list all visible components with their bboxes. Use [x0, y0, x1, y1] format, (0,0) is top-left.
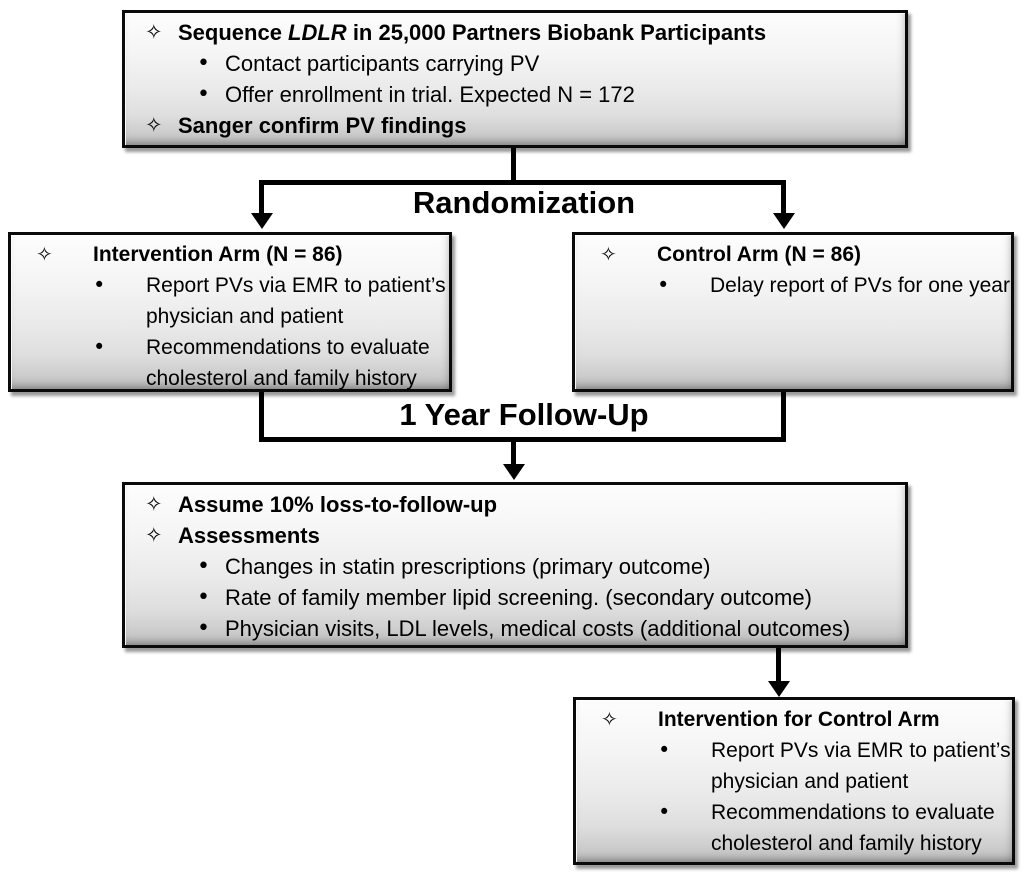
connector-randomization-left-drop — [259, 180, 264, 216]
diamond-icon: ✧ — [601, 707, 618, 731]
connector-randomization-bar — [259, 180, 786, 185]
arrow-down-intervention-icon — [251, 213, 273, 229]
flow-item: • Delay report of PVs for one year — [575, 270, 1011, 301]
flow-item-text: Physician visits, LDL levels, medical co… — [225, 616, 851, 641]
flow-item: ✧ Sanger confirm PV findings — [125, 110, 905, 141]
flow-item: • Offer enrollment in trial. Expected N =… — [125, 79, 905, 110]
flow-item: • Physician visits, LDL levels, medical c… — [125, 613, 905, 644]
box-intervention-arm: ✧ Intervention Arm (N = 86) • Report PVs vi… — [8, 232, 452, 392]
bullet-icon: • — [93, 335, 106, 359]
connector-assessments-drop — [776, 648, 781, 683]
flow-item-text: Delay report of PVs for one year — [710, 274, 1010, 297]
flow-item-text: Offer enrollment in trial. Expected N = … — [225, 82, 635, 107]
flow-item: • Rate of family member lipid screening. … — [125, 582, 905, 613]
diamond-icon: ✧ — [600, 242, 617, 266]
arrow-down-assessments-icon — [503, 464, 525, 480]
flow-item-text: Rate of family member lipid screening. (… — [225, 585, 812, 610]
diamond-icon: ✧ — [145, 20, 163, 44]
bullet-icon: • — [197, 51, 210, 76]
flow-item-text: Sequence LDLR in 25,000 Partners Biobank… — [178, 20, 767, 45]
arrow-down-control-icon — [773, 213, 795, 229]
diamond-icon: ✧ — [145, 492, 163, 516]
flow-item-text: Assume 10% loss-to-follow-up — [178, 492, 498, 517]
connector-intervention-merge — [259, 392, 264, 442]
flow-item-text: Sanger confirm PV findings — [178, 113, 467, 138]
flow-item: • Changes in statin prescriptions (primar… — [125, 551, 905, 582]
flow-item: ✧ Sequence LDLR in 25,000 Partners Bioban… — [125, 17, 905, 48]
bullet-icon: • — [657, 273, 670, 297]
flow-item: ✧ Control Arm (N = 86) — [575, 239, 1011, 270]
bullet-icon: • — [197, 585, 210, 610]
bullet-icon: • — [658, 800, 671, 824]
connector-followup-drop — [511, 440, 516, 466]
flow-item: ✧ Assessments — [125, 520, 905, 551]
bullet-icon: • — [93, 273, 106, 297]
flow-item: • Contact participants carrying PV — [125, 48, 905, 79]
arrow-down-control-intervention-icon — [768, 681, 790, 697]
flow-item-text: Intervention Arm (N = 86) — [93, 243, 343, 266]
connector-control-merge — [781, 392, 786, 442]
flow-item-text: Changes in statin prescriptions (primary… — [225, 554, 711, 579]
box-sequence-participants: ✧ Sequence LDLR in 25,000 Partners Bioban… — [122, 10, 908, 148]
box-control-arm: ✧ Control Arm (N = 86) • Delay report of PV… — [572, 232, 1014, 392]
diamond-icon: ✧ — [36, 242, 53, 266]
label-randomization: Randomization — [412, 185, 636, 220]
box-assessments: ✧ Assume 10% loss-to-follow-up ✧ Assessment… — [122, 482, 908, 648]
flow-item: ✧ Intervention for Control Arm — [576, 704, 1012, 735]
box-intervention-for-control: ✧ Intervention for Control Arm • Report PVs… — [573, 697, 1015, 865]
connector-randomization-right-drop — [781, 180, 786, 216]
diamond-icon: ✧ — [145, 523, 163, 547]
flow-item-text: Assessments — [178, 523, 320, 548]
bullet-icon: • — [197, 554, 210, 579]
flow-item: ✧ Assume 10% loss-to-follow-up — [125, 489, 905, 520]
connector-sequence-drop — [511, 148, 516, 185]
flow-item-text: Intervention for Control Arm — [658, 708, 940, 731]
connector-followup-bar — [259, 437, 786, 442]
flow-item: ✧ Intervention Arm (N = 86) — [11, 239, 449, 270]
bullet-icon: • — [197, 616, 210, 641]
bullet-icon: • — [197, 82, 210, 107]
flow-item-text: Control Arm (N = 86) — [657, 243, 861, 266]
bullet-icon: • — [658, 738, 671, 762]
label-follow-up: 1 Year Follow-Up — [399, 397, 649, 432]
flow-item-text: Contact participants carrying PV — [225, 51, 540, 76]
diamond-icon: ✧ — [145, 113, 163, 137]
